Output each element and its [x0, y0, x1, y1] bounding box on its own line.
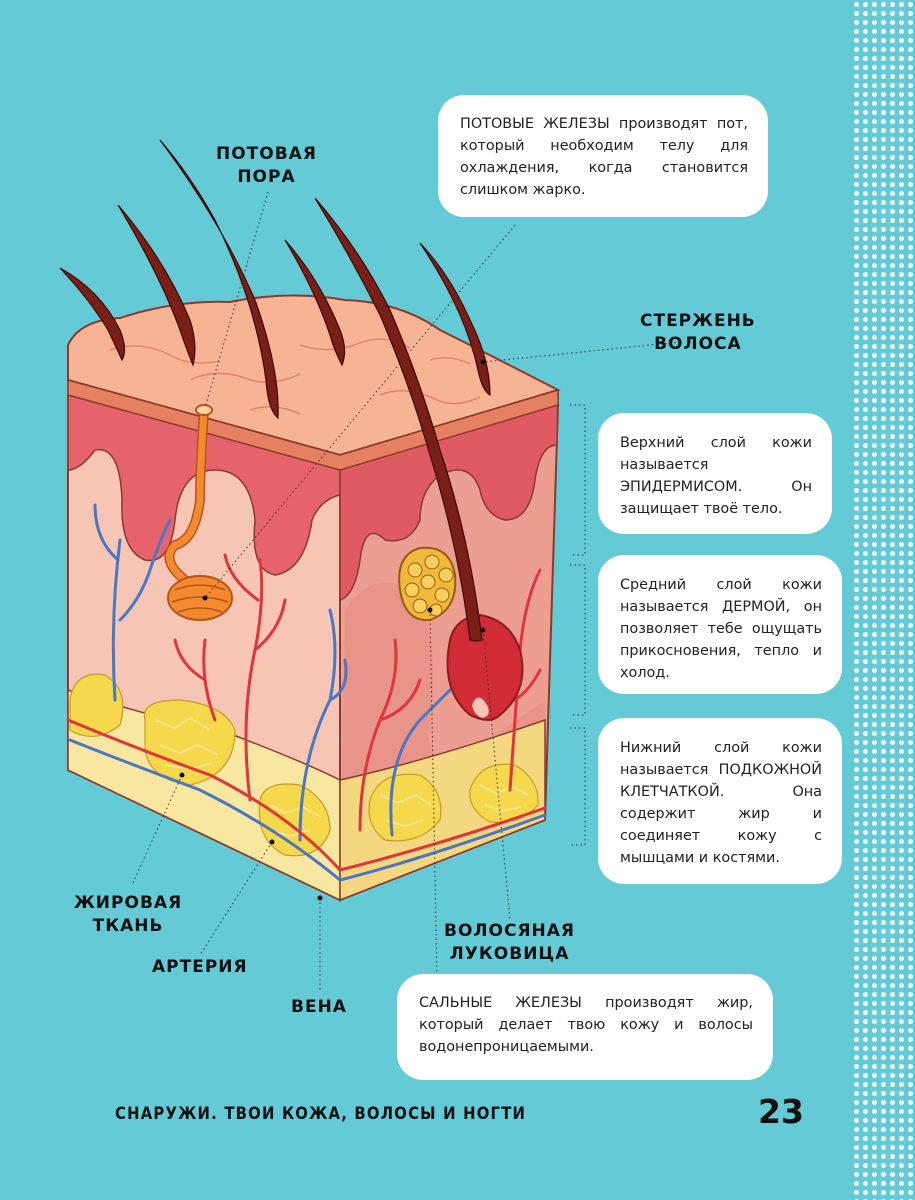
info-box-subcutaneous: Нижний слой кожи называется ПОДКОЖНОЙ КЛ… [598, 718, 842, 884]
label-fat-tissue-line1: ЖИРОВАЯ [74, 893, 183, 913]
label-hair-shaft: СТЕРЖЕНЬ ВОЛОСА [640, 310, 756, 356]
hair-papilla [472, 697, 489, 718]
info-box-dermis: Средний слой кожи называется ДЕРМОЙ, он … [598, 555, 842, 694]
arteries [66, 553, 547, 872]
label-hair-bulb-line2: ЛУКОВИЦА [449, 944, 570, 964]
label-sweat-pore-line2: ПОРА [237, 167, 296, 187]
info-text-sebaceous: САЛЬНЫЕ ЖЕЛЕЗЫ производят жир, который д… [419, 995, 753, 1055]
info-box-sweat-glands: ПОТОВЫЕ ЖЕЛЕЗЫ производят пот, который н… [438, 95, 768, 217]
fat-lobules [69, 673, 539, 857]
veins [68, 503, 547, 882]
label-fat-tissue-line2: ТКАНЬ [92, 916, 164, 936]
label-sweat-pore: ПОТОВАЯ ПОРА [216, 143, 317, 189]
footer-title: СНАРУЖИ. ТВОИ КОЖА, ВОЛОСЫ И НОГТИ [115, 1104, 527, 1123]
label-hair-bulb: ВОЛОСЯНАЯ ЛУКОВИЦА [444, 920, 575, 966]
label-hair-shaft-line1: СТЕРЖЕНЬ [640, 311, 756, 331]
info-text-subcutaneous: Нижний слой кожи называется ПОДКОЖНОЙ КЛ… [620, 740, 822, 866]
info-text-sweat-glands: ПОТОВЫЕ ЖЕЛЕЗЫ производят пот, который н… [460, 116, 748, 198]
page-number: 23 [758, 1092, 804, 1131]
label-hair-shaft-line2: ВОЛОСА [654, 334, 742, 354]
front-epidermis [67, 379, 341, 576]
label-sweat-pore-line1: ПОТОВАЯ [216, 144, 317, 164]
pointer-dots [179, 359, 486, 901]
info-text-epidermis: Верхний слой кожи называется ЭПИДЕРМИСОМ… [620, 435, 812, 517]
sebaceous-gland [398, 546, 457, 622]
sweat-gland [164, 404, 233, 621]
info-text-dermis: Средний слой кожи называется ДЕРМОЙ, он … [620, 577, 822, 681]
info-box-epidermis: Верхний слой кожи называется ЭПИДЕРМИСОМ… [598, 413, 832, 534]
label-fat-tissue: ЖИРОВАЯ ТКАНЬ [74, 892, 182, 938]
dotted-margin [852, 0, 915, 1200]
pointer-lines [131, 191, 681, 990]
label-artery: АРТЕРИЯ [152, 957, 248, 977]
label-vein: ВЕНА [291, 997, 347, 1017]
label-hair-bulb-line1: ВОЛОСЯНАЯ [444, 921, 576, 941]
info-box-sebaceous: САЛЬНЫЕ ЖЕЛЕЗЫ производят жир, который д… [397, 974, 773, 1080]
hairs [59, 139, 491, 642]
